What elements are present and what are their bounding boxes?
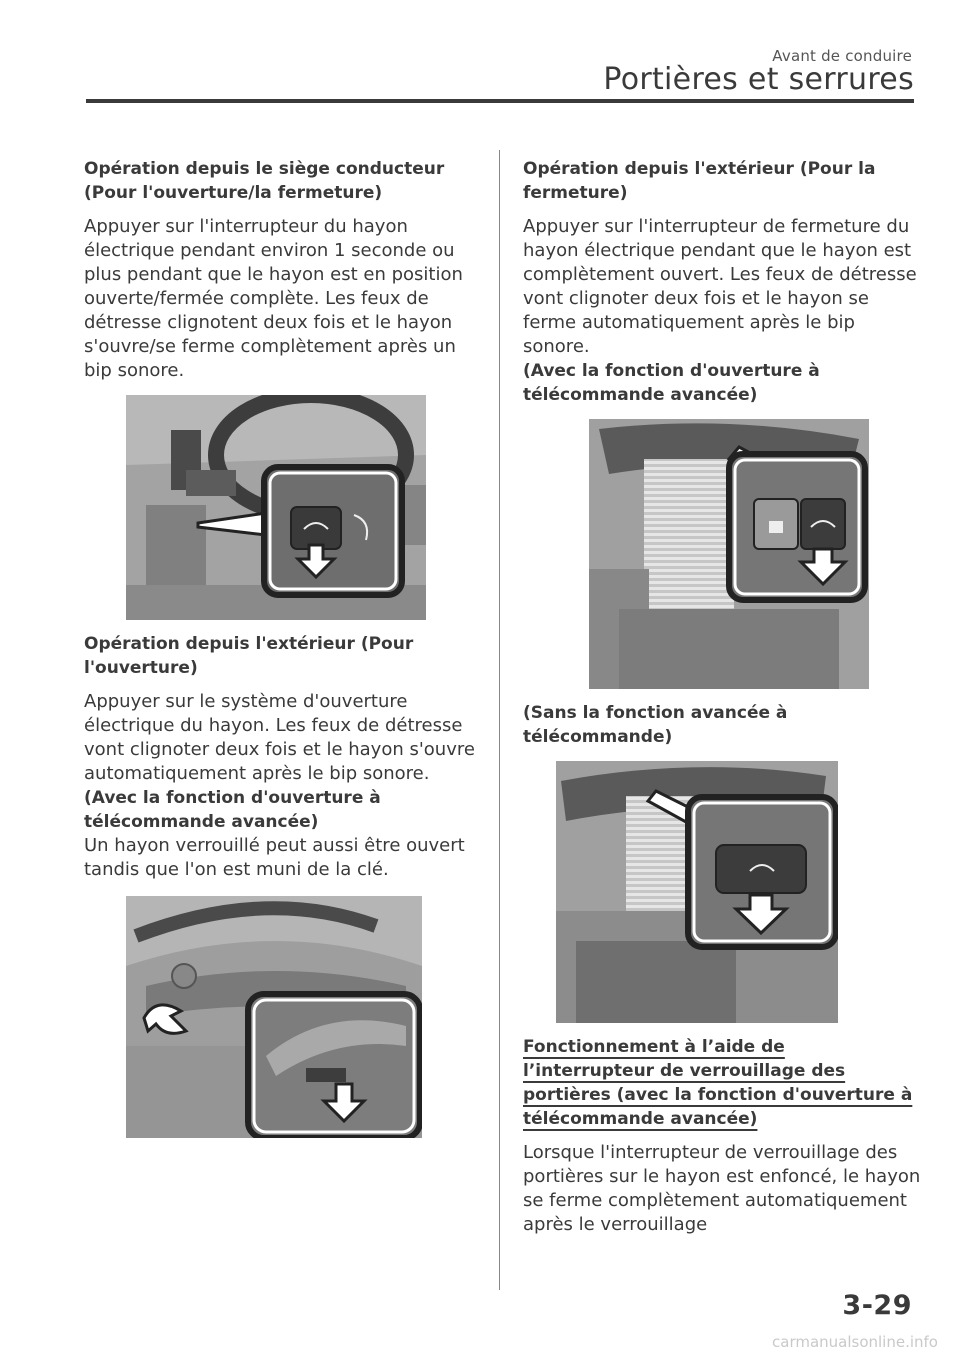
figure-tailgate-close-switch-standard <box>556 761 838 1023</box>
paragraph-locked-tailgate: Un hayon verrouillé peut aussi être ouve… <box>84 835 465 880</box>
left-column: Opération depuis le siège conducteur (Po… <box>84 157 482 1138</box>
paragraph-driver-seat: Appuyer sur l'interrupteur du hayon élec… <box>84 216 463 381</box>
header-rule <box>86 99 914 103</box>
figure-tailgate-opener <box>126 896 422 1138</box>
page-title: Portières et serrures <box>603 62 914 97</box>
column-divider <box>499 150 500 1290</box>
note-advanced-keyless-close: (Avec la fonction d'ouverture à télécomm… <box>523 361 820 405</box>
figure-tailgate-close-switch-advanced <box>589 419 869 689</box>
heading-door-lock-switch: Fonctionnement à l’aide de l’interrupteu… <box>523 1037 913 1129</box>
note-advanced-keyless: (Avec la fonction d'ouverture à télécomm… <box>84 788 381 832</box>
page-number: 3-29 <box>842 1290 912 1321</box>
header-section-label: Avant de conduire <box>772 47 912 65</box>
paragraph-exterior-close: Appuyer sur l'interrupteur de fermeture … <box>523 216 917 357</box>
figure-dashboard-switch <box>126 395 426 620</box>
heading-driver-seat: Opération depuis le siège conducteur (Po… <box>84 159 445 203</box>
paragraph-door-lock-switch: Lorsque l'interrupteur de verrouillage d… <box>523 1142 921 1235</box>
right-column: Opération depuis l'extérieur (Pour la fe… <box>523 157 921 1237</box>
heading-exterior-open: Opération depuis l'extérieur (Pour l'ouv… <box>84 634 414 678</box>
watermark: carmanualsonline.info <box>772 1333 938 1351</box>
heading-exterior-close: Opération depuis l'extérieur (Pour la fe… <box>523 159 876 203</box>
note-without-advanced-keyless: (Sans la fonction avancée à télécommande… <box>523 703 788 747</box>
paragraph-exterior-open: Appuyer sur le système d'ouverture élect… <box>84 691 475 784</box>
